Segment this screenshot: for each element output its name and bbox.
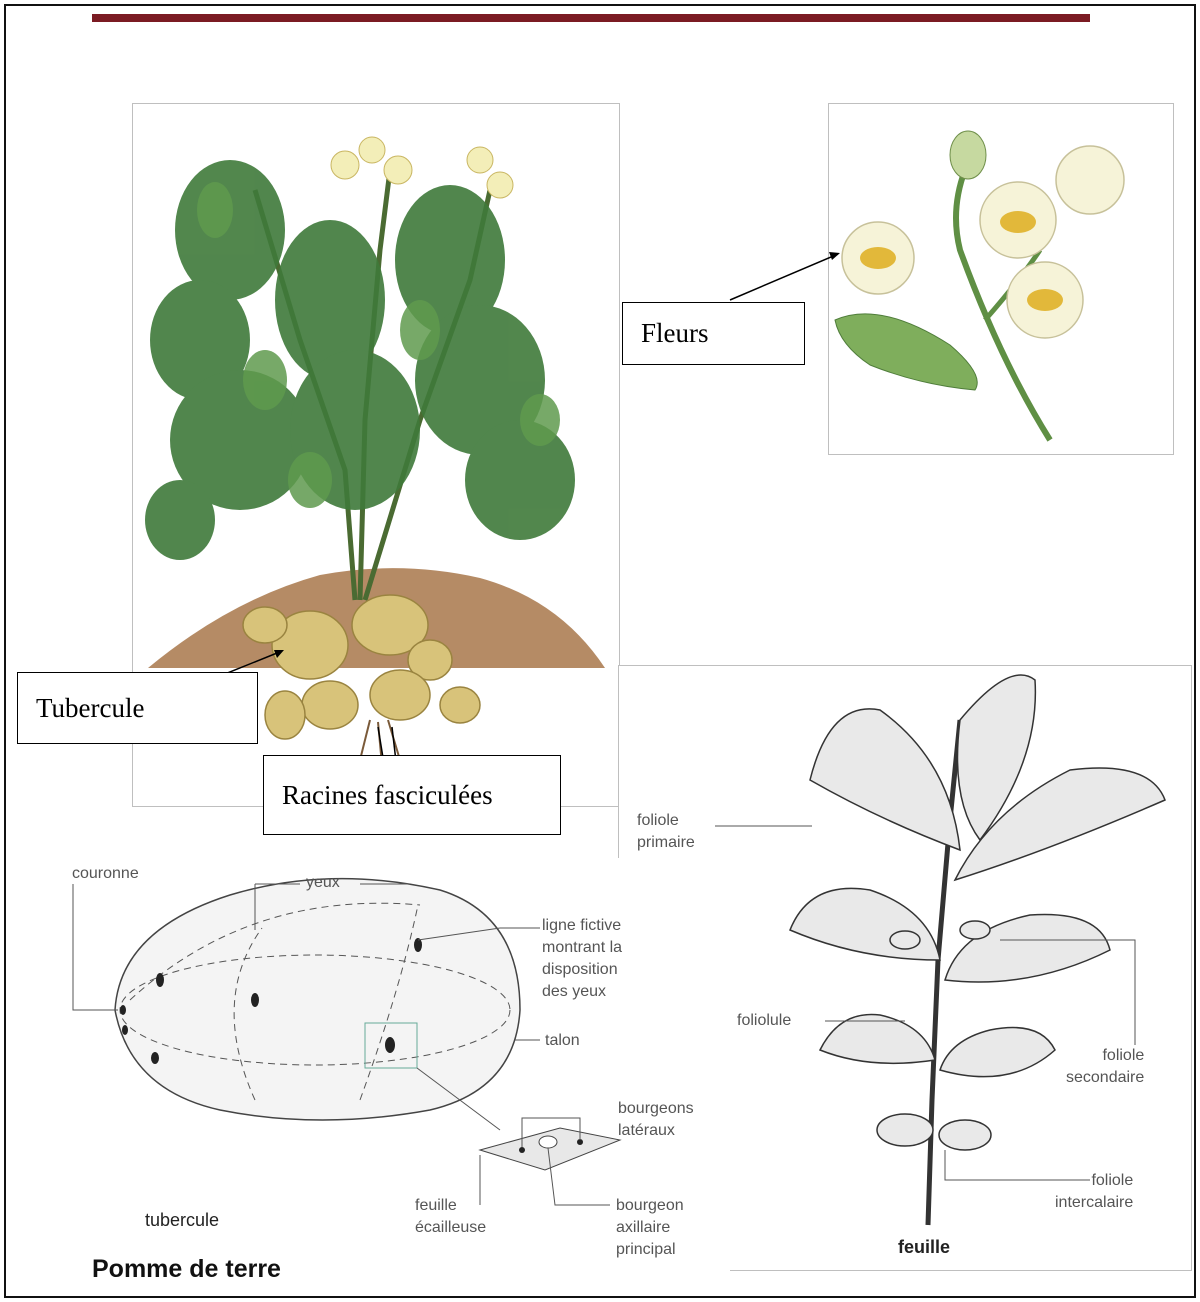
label-foliole-primaire: foliole primaire [637,810,695,854]
label-ligne-fictive: ligne fictive montrant la disposition de… [542,915,622,1003]
diagram-title: Pomme de terre [92,1255,281,1284]
label-bourgeon-axillaire: bourgeon axillaire principal [616,1195,684,1261]
label-couronne: couronne [72,863,139,885]
label-foliole-intercalaire: foliole intercalaire [1055,1170,1133,1214]
callout-fleurs-label: Fleurs [641,318,709,349]
callout-racines-label: Racines fasciculées [282,780,493,811]
callout-fleurs: Fleurs [622,302,805,365]
callout-tubercule-label: Tubercule [36,693,145,724]
label-foliolule: foliolule [737,1010,791,1032]
label-bourgeons-lateraux: bourgeons latéraux [618,1098,694,1142]
leaf-caption: feuille [898,1237,950,1258]
tuber-caption: tubercule [145,1210,219,1231]
label-foliole-secondaire: foliole secondaire [1066,1045,1144,1089]
label-yeux: yeux [306,872,340,894]
label-feuille-ecailleuse: feuille écailleuse [415,1195,486,1239]
callout-racines: Racines fasciculées [263,755,561,835]
callout-tubercule: Tubercule [17,672,258,744]
label-talon: talon [545,1030,580,1052]
